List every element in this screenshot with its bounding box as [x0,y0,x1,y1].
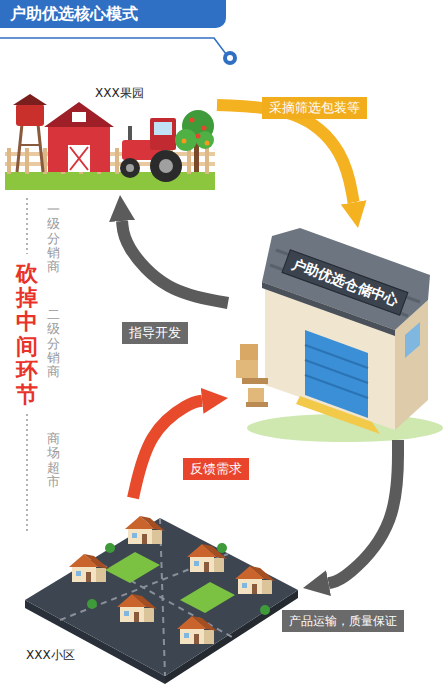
edge-label: 产品运输，质量保证 [282,610,404,632]
warehouse-illustration-part [305,345,368,398]
orchard-illustration-part [126,164,134,172]
community-illustration-part [187,544,227,572]
orchard-illustration-part [16,104,44,126]
orchard-illustration [5,94,215,190]
orchard-illustration-part [128,126,132,140]
orchard-illustration-part [20,144,40,146]
title-underline-part [227,55,233,61]
orchard-illustration-part [17,124,22,172]
orchard-illustration-part [196,131,214,149]
flow-arrow [217,105,354,202]
warehouse-illustration-part [240,344,258,360]
dotted-divider-part [26,414,28,532]
warehouse-illustration-part [296,396,380,434]
orchard-illustration-part [182,139,187,144]
title-banner: 户助优选核心模式 [0,0,226,28]
community-illustration-part [105,552,160,583]
node-label: XXX小区 [26,648,75,662]
orchard-illustration-part [202,126,207,131]
orchard-illustration-part [190,118,195,123]
edge-label: 采摘筛选包装等 [262,97,367,119]
community-illustration-part [105,543,115,553]
edge-label: 指导开发 [122,322,188,344]
warehouse-node: 户助优选仓储中心 [228,228,443,440]
orchard-illustration-part [5,172,215,190]
channel-text: 商场超市 [47,432,60,489]
channel-text: 一级分销商 [47,203,60,274]
orchard-illustration-part [68,145,90,172]
orchard-illustration-part [150,150,182,182]
orchard-illustration-part [159,159,173,173]
flow-arrow [133,401,202,498]
flow-arrow [329,440,398,583]
orchard-illustration-part [13,94,47,105]
title-underline-part [223,51,237,65]
orchard-illustration-part [72,112,86,122]
community-node: XXX小区 [18,498,303,683]
channel-text: 二级分销商 [47,308,60,379]
orchard-illustration-part [175,129,197,151]
community-illustration-part [235,566,275,594]
orchard-node: XXX果园 [5,85,217,195]
community-illustration-part [87,599,97,609]
edge-label: 反馈需求 [183,458,249,480]
title-underline [0,38,237,65]
community-illustration-part [180,582,235,613]
community-illustration-part [125,516,165,544]
warehouse-sign: 户助优选仓储中心 [282,249,409,315]
warehouse-illustration-part [248,388,264,402]
dotted-divider-part [26,198,28,254]
warehouse-illustration-part [242,378,268,384]
warehouse-illustration-part [246,402,268,407]
community-illustration-part [260,605,270,615]
orchard-illustration-part [196,134,201,139]
community-illustration [25,516,298,684]
warehouse-illustration-part [405,322,420,358]
orchard-illustration-part [48,125,110,172]
title-underline-part [0,38,226,54]
community-illustration-part [177,616,217,644]
slogan-text: 砍掉中间环节 [16,262,38,407]
warehouse-illustration [236,228,443,442]
community-illustration-part [69,554,109,582]
orchard-illustration-part [205,141,210,146]
community-illustration-part [117,594,157,622]
orchard-illustration-part [44,102,114,127]
flow-arrow [122,221,228,303]
warehouse-illustration-part [236,360,258,378]
orchard-illustration-part [120,158,140,178]
community-illustration-part [217,543,227,553]
orchard-illustration-part [70,147,88,170]
orchard-illustration-part [38,124,43,172]
node-label: XXX果园 [95,86,144,100]
orchard-illustration-part [150,118,176,150]
orchard-illustration-part [154,122,172,135]
